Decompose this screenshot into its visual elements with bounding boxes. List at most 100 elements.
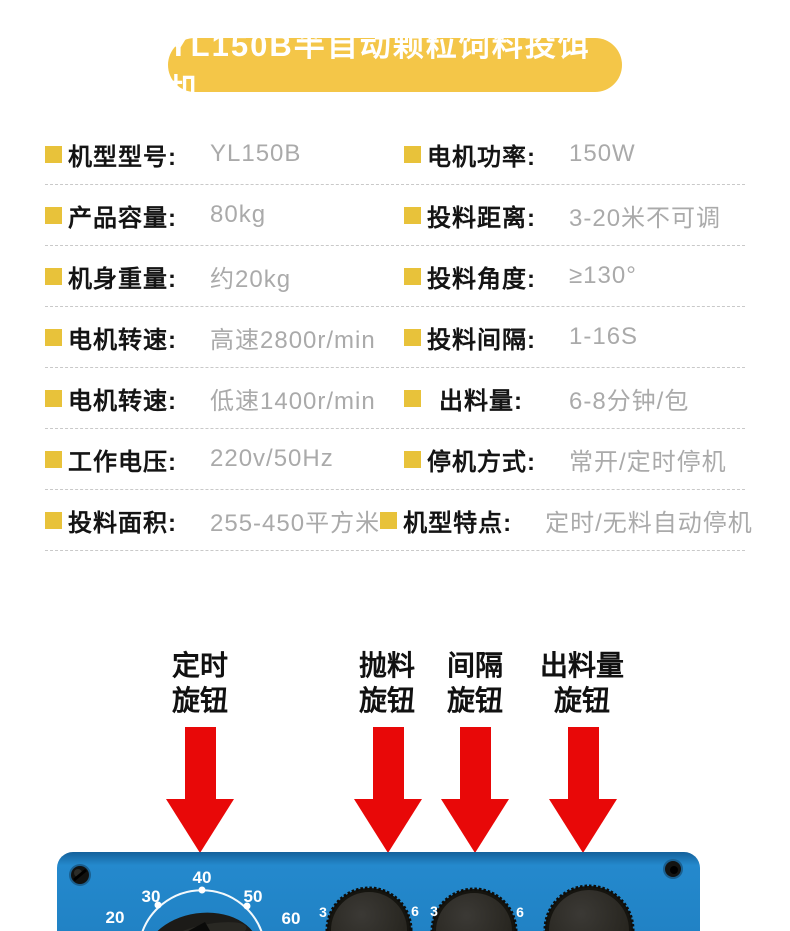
down-arrow-icon xyxy=(549,727,617,853)
callout-line: 间隔 xyxy=(446,650,503,681)
arrow-shaft xyxy=(459,727,491,799)
bullet-icon xyxy=(45,328,62,346)
spec-value: 3-20米不可调 xyxy=(569,204,722,232)
arrow-head xyxy=(441,799,509,853)
spec-label: 机型特点: xyxy=(403,509,513,537)
spec-label: 工作电压: xyxy=(68,448,177,476)
spec-row: 电机转速: 高速2800r/min 投料间隔: 1-16S xyxy=(45,307,745,368)
spec-table: 机型型号: YL150B 电机功率: 150W 产品容量: 80kg 投料距离:… xyxy=(45,124,752,551)
knob-callout-throw: 抛料 旋钮 xyxy=(317,648,457,718)
output-knob xyxy=(543,884,635,931)
spec-row: 投料面积: 255-450平方米 机型特点: 定时/无料自动停机 xyxy=(45,490,752,551)
screw-icon xyxy=(663,859,683,879)
timer-dial-scale: 20 30 40 50 60 xyxy=(106,868,301,931)
spec-label: 机型型号: xyxy=(68,143,177,171)
spec-label: 机身重量: xyxy=(68,265,177,293)
arrow-shaft xyxy=(567,727,599,799)
spec-cell: 机身重量: 约20kg xyxy=(45,246,404,306)
knob-callout-interval: 间隔 旋钮 xyxy=(405,648,545,718)
arrow-shaft xyxy=(184,727,216,799)
knob-callout-output: 出料量 旋钮 xyxy=(512,648,652,718)
spec-value: 150W xyxy=(569,140,636,167)
bullet-icon xyxy=(404,389,421,407)
dial-tick-label: 30 xyxy=(142,887,161,906)
bullet-icon xyxy=(45,267,62,285)
bullet-icon xyxy=(404,206,421,224)
product-title: YL150B半自动颗粒饲料投饵机 xyxy=(168,28,591,108)
spec-cell: 电机转速: 低速1400r/min xyxy=(45,368,404,428)
bullet-icon xyxy=(45,450,62,468)
spec-label: 电机转速: xyxy=(68,326,177,354)
screw-icon xyxy=(69,864,91,886)
knob-scale-label: 6 xyxy=(516,904,524,920)
callout-line: 出料量 xyxy=(539,650,624,681)
spec-value: 220v/50Hz xyxy=(210,445,334,472)
bullet-icon xyxy=(404,145,421,163)
spec-value: 6-8分钟/包 xyxy=(569,387,690,415)
spec-row: 工作电压: 220v/50Hz 停机方式: 常开/定时停机 xyxy=(45,429,745,490)
spec-cell: 机型特点: 定时/无料自动停机 xyxy=(380,490,753,550)
arrow-head xyxy=(354,799,422,853)
control-panel-photo: 20 30 40 50 60 xyxy=(57,850,700,931)
spec-value: 常开/定时停机 xyxy=(569,448,727,476)
bullet-icon xyxy=(404,267,421,285)
spec-label: 出料量: xyxy=(439,387,523,415)
arrow-head xyxy=(166,799,234,853)
spec-label: 投料距离: xyxy=(427,204,536,232)
spec-row: 机身重量: 约20kg 投料角度: ≥130° xyxy=(45,246,745,307)
spec-cell: 投料面积: 255-450平方米 xyxy=(45,490,380,550)
bullet-icon xyxy=(45,511,62,529)
spec-value: 低速1400r/min xyxy=(210,387,376,415)
bullet-icon xyxy=(404,450,421,468)
spec-row: 电机转速: 低速1400r/min 出料量: 6-8分钟/包 xyxy=(45,368,745,429)
spec-value: 定时/无料自动停机 xyxy=(545,509,753,537)
spec-cell: 停机方式: 常开/定时停机 xyxy=(404,429,745,489)
bullet-icon xyxy=(45,206,62,224)
spec-cell: 出料量: 6-8分钟/包 xyxy=(404,368,745,428)
spec-cell: 电机功率: 150W xyxy=(404,124,745,184)
callout-line: 旋钮 xyxy=(446,685,503,716)
callout-line: 定时 xyxy=(171,650,228,681)
dial-tick-label: 20 xyxy=(106,908,125,927)
spec-cell: 工作电压: 220v/50Hz xyxy=(45,429,404,489)
callout-line: 旋钮 xyxy=(553,685,610,716)
arrow-shaft xyxy=(372,727,404,799)
spec-label: 电机转速: xyxy=(68,387,177,415)
spec-row: 机型型号: YL150B 电机功率: 150W xyxy=(45,124,745,185)
spec-cell: 机型型号: YL150B xyxy=(45,124,404,184)
interval-knob xyxy=(430,887,518,931)
spec-value: ≥130° xyxy=(569,262,637,289)
spec-cell: 投料距离: 3-20米不可调 xyxy=(404,185,745,245)
spec-row: 产品容量: 80kg 投料距离: 3-20米不可调 xyxy=(45,185,745,246)
spec-cell: 产品容量: 80kg xyxy=(45,185,404,245)
spec-label: 停机方式: xyxy=(427,448,536,476)
dial-tick-label: 40 xyxy=(193,868,212,887)
spec-label: 投料间隔: xyxy=(427,326,536,354)
arrow-head xyxy=(549,799,617,853)
knob-scale-label: 3 xyxy=(430,903,438,919)
spec-value: YL150B xyxy=(210,140,302,167)
spec-label: 投料面积: xyxy=(68,509,177,537)
bullet-icon xyxy=(380,511,398,529)
dial-tick-label: 50 xyxy=(244,887,263,906)
callout-line: 旋钮 xyxy=(358,685,415,716)
down-arrow-icon xyxy=(166,727,234,853)
dial-tick-label: 60 xyxy=(282,909,301,928)
spec-label: 产品容量: xyxy=(68,204,177,232)
down-arrow-icon xyxy=(354,727,422,853)
knob-scale-label: 6 xyxy=(411,903,419,919)
spec-cell: 电机转速: 高速2800r/min xyxy=(45,307,404,367)
spec-value: 255-450平方米 xyxy=(210,509,381,537)
down-arrow-icon xyxy=(441,727,509,853)
spec-value: 80kg xyxy=(210,201,267,228)
bullet-icon xyxy=(45,389,62,407)
spec-value: 高速2800r/min xyxy=(210,326,376,354)
spec-value: 约20kg xyxy=(210,265,292,293)
knob-scale-label: 3 xyxy=(319,904,327,920)
spec-value: 1-16S xyxy=(569,323,639,350)
throw-knob xyxy=(325,886,413,931)
bullet-icon xyxy=(404,328,421,346)
spec-label: 电机功率: xyxy=(427,143,536,171)
spec-label: 投料角度: xyxy=(427,265,536,293)
